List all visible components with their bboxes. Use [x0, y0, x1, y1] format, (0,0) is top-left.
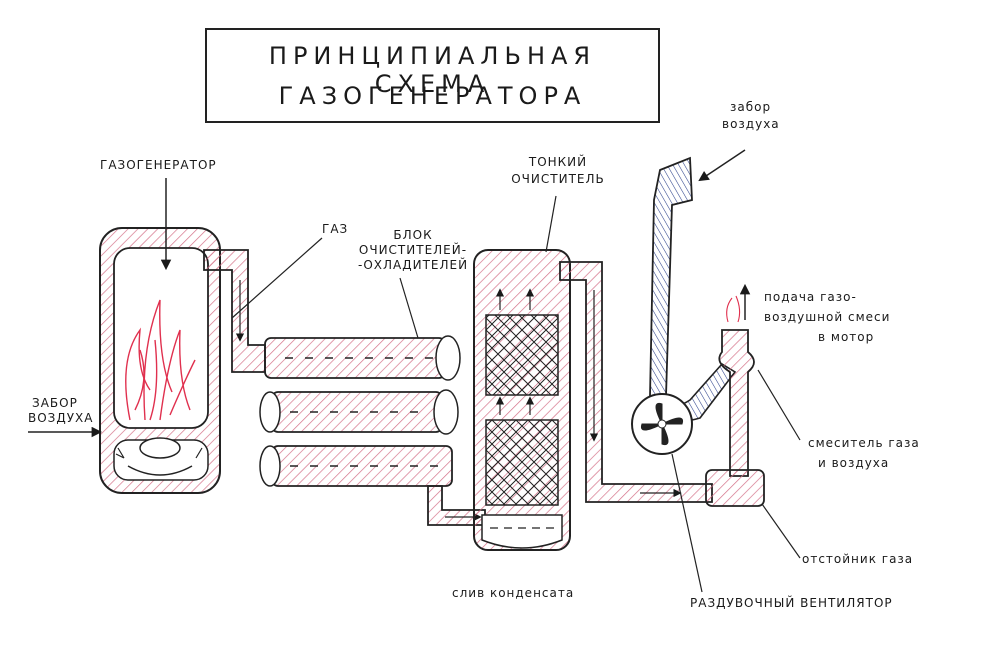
label-cooler-block-1: БЛОК	[393, 228, 433, 242]
label-gas: ГАЗ	[322, 222, 349, 236]
label-cooler-block-2: ОЧИСТИТЕЛЕЙ-	[358, 243, 468, 257]
label-air-intake-left-2: ВОЗДУХА	[28, 411, 94, 425]
label-engine-feed-1: подача газо-	[764, 290, 857, 304]
fine-cleaner	[473, 249, 571, 551]
title-line-1: ПРИНЦИПИАЛЬНАЯ СХЕМА	[268, 42, 597, 98]
air-top-arrow	[698, 149, 746, 182]
label-engine-feed-3: в мотор	[818, 330, 875, 344]
leader-gas	[231, 237, 323, 319]
label-fan: РАЗДУВОЧНЫЙ ВЕНТИЛЯТОР	[690, 596, 893, 610]
mixer	[718, 329, 755, 477]
leader-fine-cleaner	[545, 195, 557, 253]
leader-settler	[761, 503, 801, 559]
title-box: ПРИНЦИПИАЛЬНАЯ СХЕМА ГАЗОГЕНЕРАТОРА	[205, 28, 660, 123]
leader-fan	[671, 453, 703, 593]
label-fine-cleaner-2: ОЧИСТИТЕЛЬ	[511, 172, 605, 186]
label-air-intake-top-1: забор	[730, 100, 772, 114]
label-engine-feed-2: воздушной смеси	[764, 310, 891, 324]
label-settler: отстойник газа	[802, 552, 914, 566]
label-gas-generator: ГАЗОГЕНЕРАТОР	[100, 158, 217, 172]
leader-cooler-block	[399, 277, 419, 339]
label-air-intake-top-2: воздуха	[722, 117, 780, 131]
cooler-block	[259, 335, 461, 487]
fan-icon	[631, 393, 693, 455]
label-fine-cleaner-1: ТОНКИЙ	[528, 155, 588, 169]
leader-mixer	[757, 369, 801, 441]
label-air-intake-left-1: ЗАБОР	[32, 396, 78, 410]
label-cooler-block-3: -ОХЛАДИТЕЛЕЙ	[358, 258, 469, 272]
air-intake-tube	[649, 156, 693, 397]
label-mixer-1: смеситель газа	[808, 436, 920, 450]
settler	[705, 469, 765, 507]
label-mixer-2: и воздуха	[818, 456, 890, 470]
label-condensate: слив конденсата	[452, 586, 575, 600]
gas-generator	[99, 227, 221, 494]
gas-pipe-3	[559, 261, 713, 503]
title-line-2: ГАЗОГЕНЕРАТОРА	[278, 82, 587, 110]
flame-icon	[125, 299, 196, 421]
